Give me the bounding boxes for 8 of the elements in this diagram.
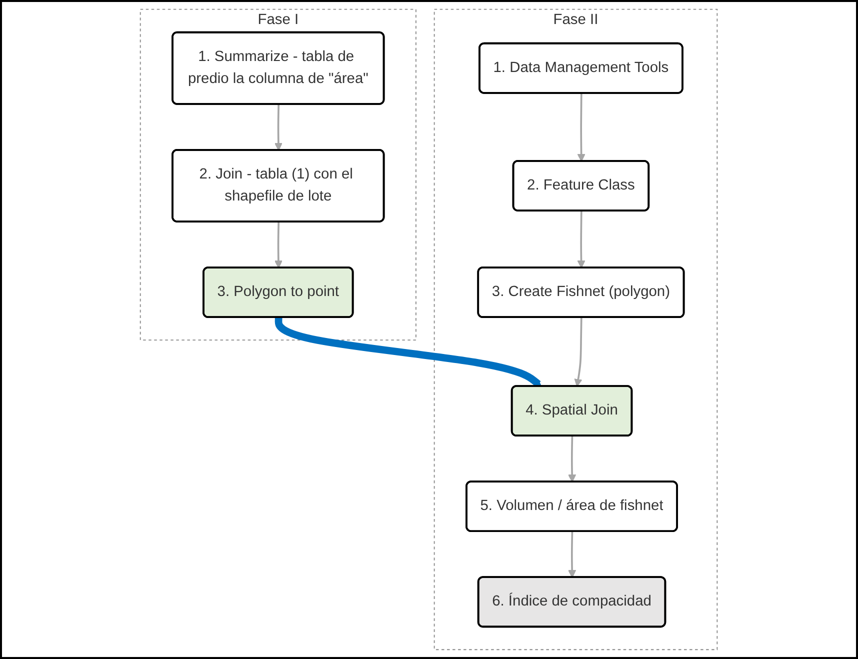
arrow: [568, 436, 576, 482]
arrow: [274, 222, 283, 268]
arrow: [578, 93, 586, 162]
arrow: [275, 317, 542, 387]
arrow: [574, 318, 583, 387]
arrow: [568, 532, 576, 578]
arrow: [274, 104, 283, 151]
arrow: [577, 210, 586, 268]
